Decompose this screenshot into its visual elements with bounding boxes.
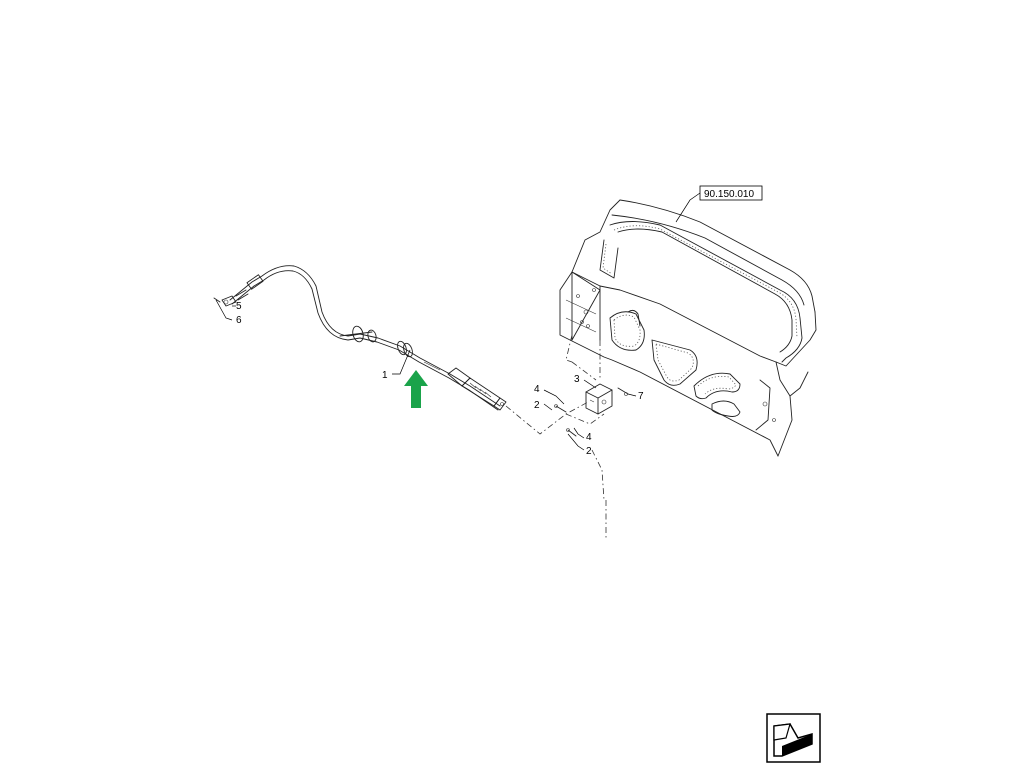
green-up-arrow-icon xyxy=(404,370,428,408)
reference-box-label: 90.150.010 xyxy=(704,189,754,200)
previous-page-arrow-icon[interactable] xyxy=(766,713,821,763)
alignment-line xyxy=(565,413,605,425)
reference-box: 90.150.010 xyxy=(675,185,763,223)
callout-label: 5 xyxy=(236,301,242,312)
callout-3: 3 xyxy=(574,374,597,389)
callout-2-upper: 2 xyxy=(534,400,553,411)
cab-rear-panel xyxy=(559,199,817,540)
callout-label: 4 xyxy=(586,432,592,443)
callout-4-lower: 4 xyxy=(573,427,592,443)
callout-label: 2 xyxy=(534,400,540,411)
control-cable xyxy=(213,265,507,411)
callout-1: 1 xyxy=(382,349,411,381)
alignment-line xyxy=(571,361,597,381)
callout-label: 2 xyxy=(586,446,592,457)
callout-6: 6 xyxy=(215,299,242,326)
cable-bracket xyxy=(554,383,629,437)
callout-7: 7 xyxy=(627,391,644,402)
callout-label: 1 xyxy=(382,370,388,381)
callout-4-upper: 4 xyxy=(534,384,565,405)
callout-5: 5 xyxy=(232,301,242,312)
callout-label: 7 xyxy=(638,391,644,402)
callout-label: 6 xyxy=(236,315,242,326)
callout-label: 3 xyxy=(574,374,580,385)
callout-label: 4 xyxy=(534,384,540,395)
callout-2-lower: 2 xyxy=(567,433,592,457)
